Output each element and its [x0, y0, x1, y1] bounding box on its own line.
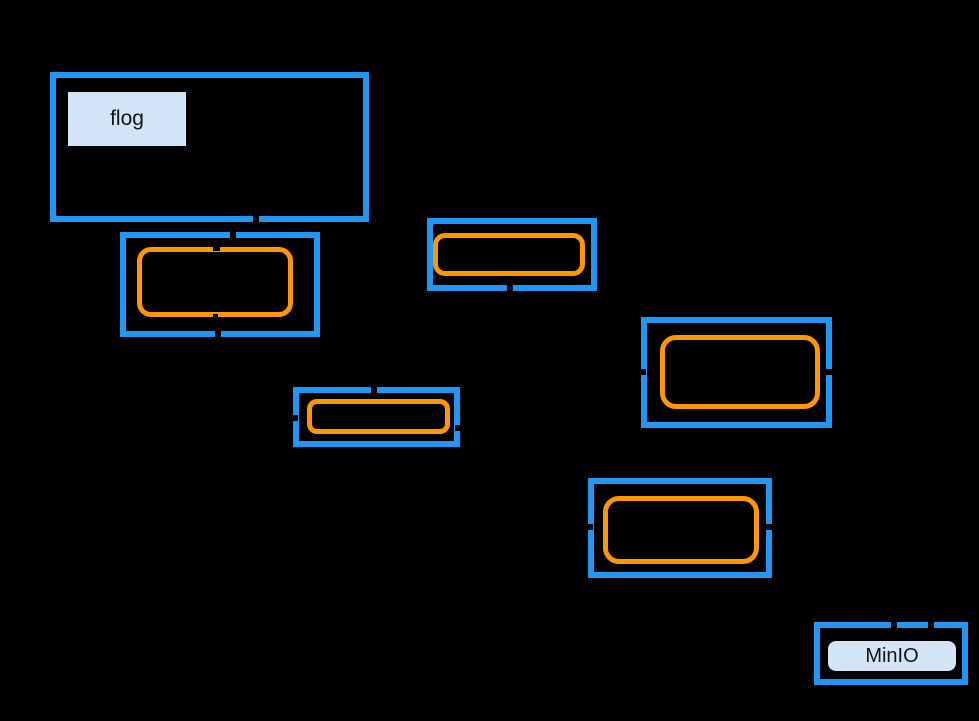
arrow-notch	[507, 284, 513, 292]
arrow-notch	[253, 215, 259, 223]
group-box-4	[293, 387, 460, 447]
arrow-notch	[371, 386, 377, 393]
group-box-flog: flog	[50, 72, 369, 222]
arrow-notch	[215, 330, 221, 338]
arrow-notch	[213, 246, 220, 251]
group-box-2	[120, 232, 320, 337]
group-box-5	[641, 317, 832, 428]
inner-rounded-box-3	[433, 233, 585, 276]
arrow-notch	[764, 524, 772, 530]
group-box-6	[588, 478, 772, 578]
arrow-notch	[455, 425, 461, 431]
arrow-notch	[928, 621, 934, 628]
arrow-notch	[230, 231, 236, 238]
inner-rounded-box-5	[660, 335, 820, 409]
arrow-notch	[586, 524, 593, 530]
arrow-notch	[213, 314, 218, 319]
arrow-notch	[825, 369, 833, 375]
inner-rounded-box-2	[137, 247, 293, 317]
inner-rounded-box-4	[307, 399, 450, 434]
arrow-notch	[639, 369, 646, 375]
minio-label: MinIO	[828, 641, 956, 671]
group-box-minio: MinIO	[814, 622, 968, 685]
flog-label: flog	[68, 92, 186, 146]
inner-rounded-box-6	[603, 496, 759, 564]
group-box-3	[427, 218, 597, 291]
arrow-notch	[891, 621, 897, 628]
arrow-notch	[291, 415, 298, 421]
